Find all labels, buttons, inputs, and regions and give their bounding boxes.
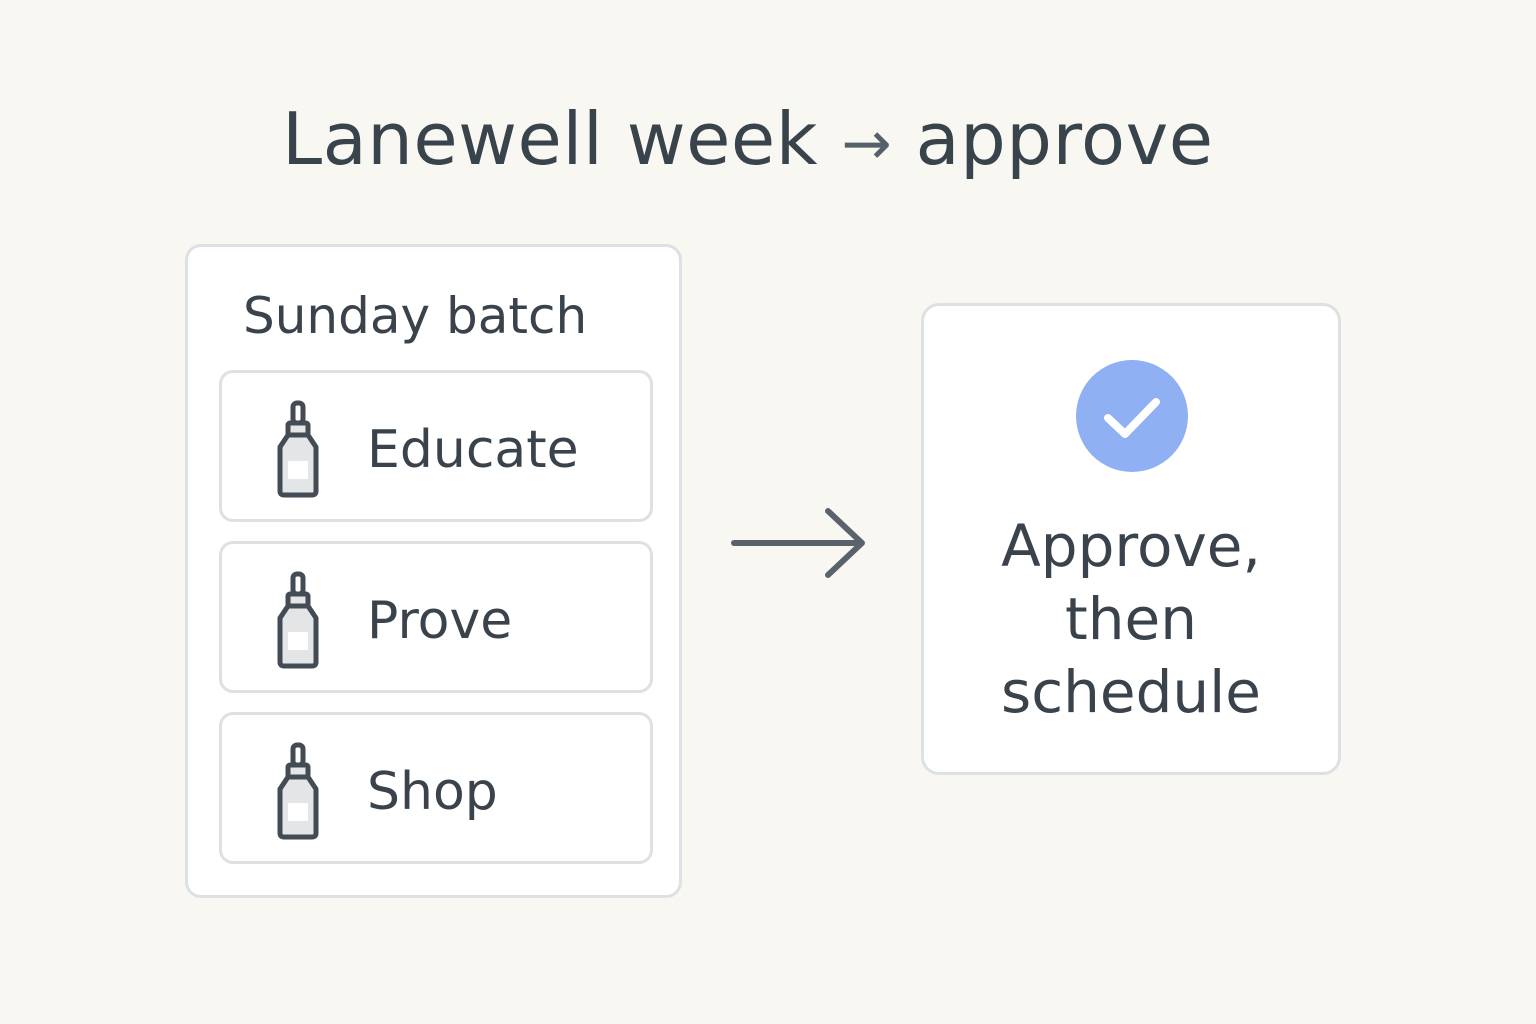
right-arrow-icon	[731, 508, 865, 578]
approve-panel: Approve, then schedule	[921, 303, 1341, 775]
sunday-batch-panel: Sunday batch Educate Prove	[185, 244, 682, 898]
batch-item-shop: Shop	[219, 712, 653, 864]
batch-item-educate: Educate	[219, 370, 653, 522]
title-left-text: Lanewell week	[282, 97, 818, 181]
dropper-bottle-icon	[277, 400, 319, 498]
batch-heading: Sunday batch	[243, 287, 588, 345]
diagram-title: Lanewell week → approve	[282, 94, 1214, 189]
batch-item-label: Prove	[367, 591, 513, 651]
batch-item-prove: Prove	[219, 541, 653, 693]
dropper-bottle-icon	[277, 742, 319, 840]
checkmark-circle-icon	[1076, 360, 1188, 472]
batch-item-label: Educate	[367, 420, 579, 480]
batch-item-label: Shop	[367, 762, 498, 822]
dropper-bottle-icon	[277, 571, 319, 669]
approve-schedule-text: Approve, then schedule	[1001, 512, 1261, 726]
title-arrow-icon: →	[841, 109, 893, 179]
title-right-text: approve	[915, 97, 1214, 181]
